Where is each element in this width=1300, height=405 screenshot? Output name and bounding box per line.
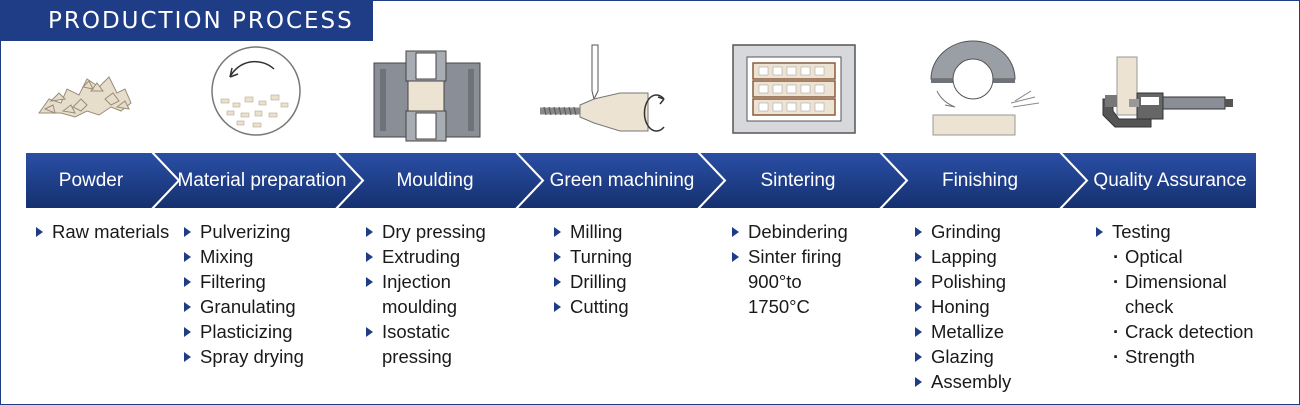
bullet-item: Honing (914, 294, 1011, 319)
bullet-item-continuation: check (1125, 296, 1174, 317)
stage-label-moulding: Moulding (396, 170, 474, 191)
stage-label-green-machining: Green machining (549, 170, 695, 191)
micrometer-icon (1091, 41, 1271, 151)
stage-label-sintering: Sintering (760, 170, 836, 191)
bullet-item-continuation: pressing (382, 346, 452, 367)
sub-bullet-item: Dimensional (1095, 269, 1254, 294)
sub-bullet-item: Strength (1095, 344, 1254, 369)
bullet-item: Turning (553, 244, 632, 269)
bullet-item: Raw materials (35, 219, 169, 244)
bullet-item-continuation: 900°to (748, 271, 802, 292)
bullet-item: Lapping (914, 244, 1011, 269)
bullet-item: Sinter firing (731, 244, 848, 269)
stage-arrow (878, 152, 1089, 209)
bullet-item: Extruding (365, 244, 486, 269)
page-title: PRODUCTION PROCESS (1, 1, 373, 41)
stage-label-quality-assurance: Quality Assurance (1093, 170, 1247, 191)
mould-press-icon (358, 41, 538, 151)
bullet-item: Plasticizing (183, 319, 304, 344)
bullet-item-continuation: 1750°C (748, 296, 810, 317)
process-band (25, 152, 1257, 209)
stage-label-finishing: Finishing (941, 170, 1019, 191)
stage-items-quality-assurance: TestingOpticalDimensionalcheckCrack dete… (1095, 219, 1254, 369)
bullet-item: Glazing (914, 344, 1011, 369)
bullet-item: Mixing (183, 244, 304, 269)
bullet-item-continuation: moulding (382, 296, 458, 317)
stage-arrow (150, 152, 365, 209)
stage-label-material-preparation: Material preparation (177, 170, 347, 191)
bullet-item: Injection (365, 269, 486, 294)
stage-items-powder: Raw materials (35, 219, 169, 244)
bullet-item: Pulverizing (183, 219, 304, 244)
bullet-item: Metallize (914, 319, 1011, 344)
sub-bullet-item: Optical (1095, 244, 1254, 269)
stage-arrow (1058, 152, 1257, 209)
bullet-item: Cutting (553, 294, 632, 319)
bullet-item: Testing (1095, 219, 1254, 244)
bullet-item: Drilling (553, 269, 632, 294)
stage-label-powder: Powder (58, 170, 124, 191)
bullet-item: Filtering (183, 269, 304, 294)
lathe-tool-icon (536, 41, 716, 151)
stage-arrow (334, 152, 545, 209)
bullet-item: Dry pressing (365, 219, 486, 244)
sintering-furnace-icon (731, 41, 911, 151)
stage-arrow (514, 152, 727, 209)
bullet-item: Spray drying (183, 344, 304, 369)
bullet-item: Granulating (183, 294, 304, 319)
grinding-wheel-icon (915, 40, 1095, 151)
bullet-item: Grinding (914, 219, 1011, 244)
rotating-drum-icon (173, 41, 353, 151)
sub-bullet-item: Crack detection (1095, 319, 1254, 344)
bullet-item: Polishing (914, 269, 1011, 294)
bullet-item: Assembly (914, 369, 1011, 394)
bullet-item: Debindering (731, 219, 848, 244)
stage-arrow (696, 152, 909, 209)
bullet-item: Isostatic (365, 319, 486, 344)
bullet-item: Milling (553, 219, 632, 244)
powder-pile-icon (1, 41, 181, 151)
